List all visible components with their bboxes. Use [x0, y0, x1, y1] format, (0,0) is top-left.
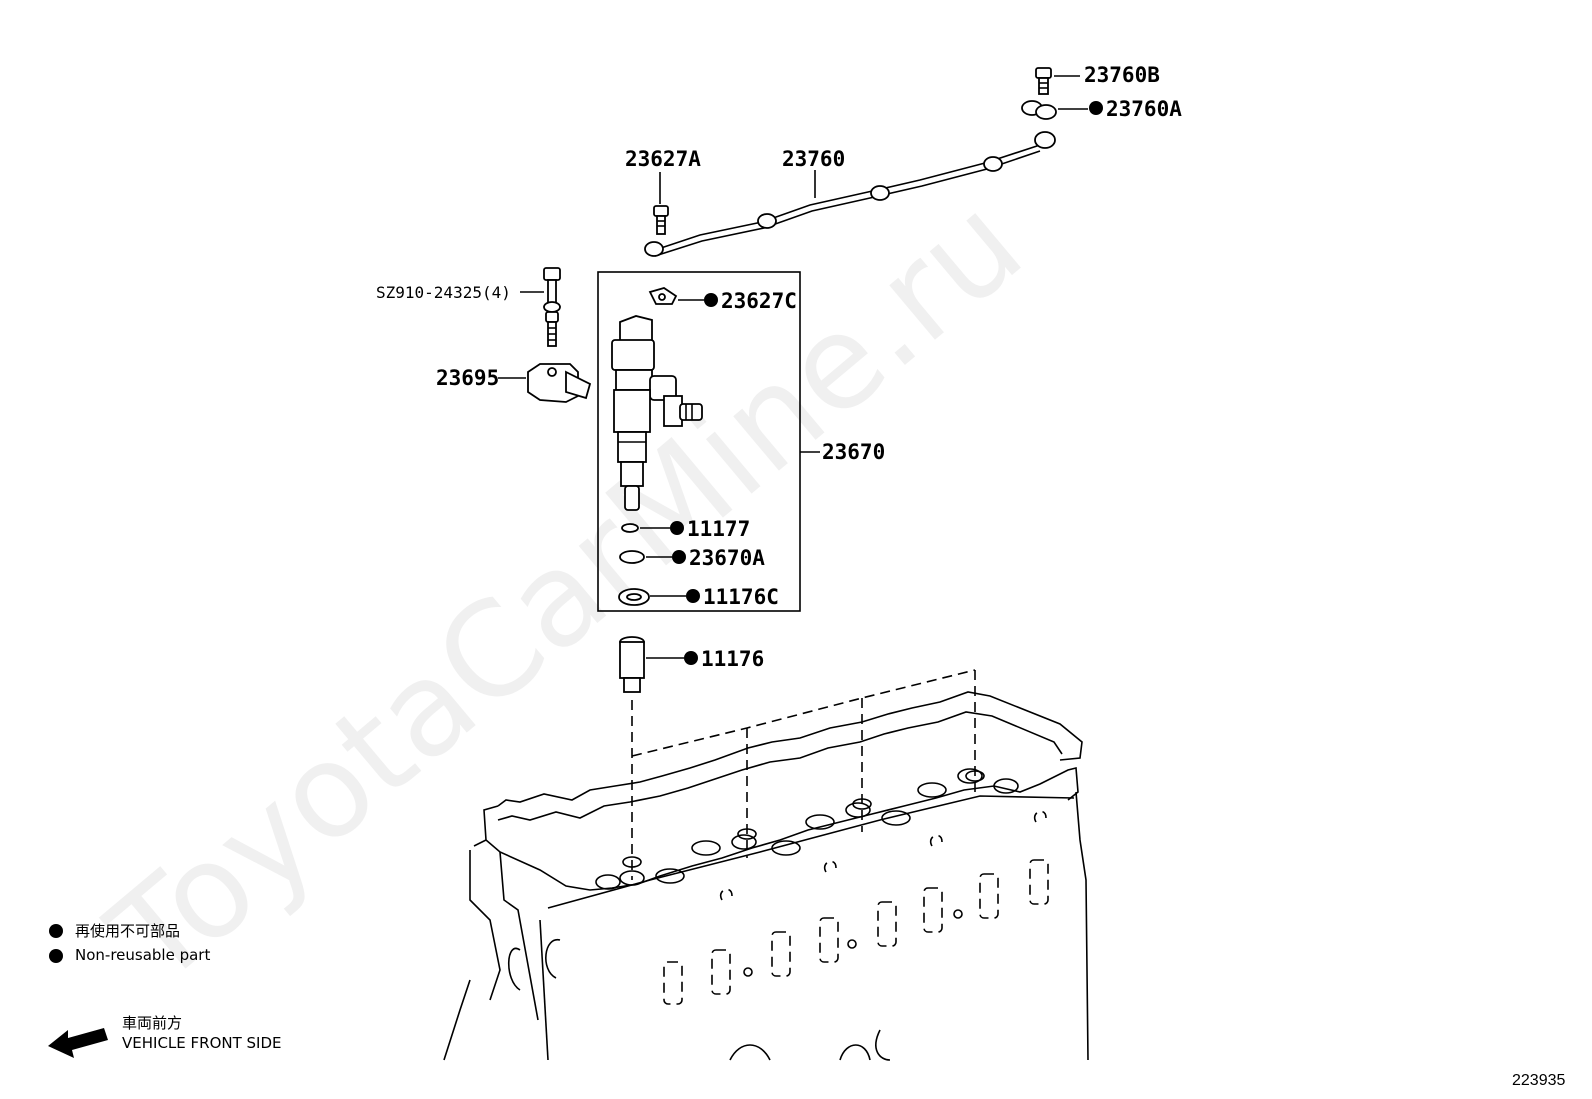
legend-dot-en [49, 949, 63, 963]
diagram-id: 223935 [1512, 1072, 1565, 1089]
label-23760a[interactable]: 23760A [1106, 97, 1182, 121]
nonreusable-dot-11176 [684, 651, 698, 665]
label-11177[interactable]: 11177 [687, 517, 750, 541]
nonreusable-dot-11177 [670, 521, 684, 535]
label-23760b[interactable]: 23760B [1084, 63, 1160, 87]
bolt-23627a[interactable] [653, 205, 669, 235]
label-23670[interactable]: 23670 [822, 440, 885, 464]
label-23695[interactable]: 23695 [436, 366, 499, 390]
watermark: ToyotaCarMine.ru [81, 167, 1049, 1014]
bolt-sz910[interactable] [543, 267, 561, 347]
nonreusable-dot-11176c [686, 589, 700, 603]
nonreusable-dot-23670a [672, 550, 686, 564]
nonreusable-dot-23760a [1089, 101, 1103, 115]
legend-front-en: VEHICLE FRONT SIDE [122, 1034, 282, 1052]
oring-23670a[interactable] [619, 550, 645, 564]
washer-11177[interactable] [621, 523, 639, 533]
sleeve-11176[interactable] [619, 636, 645, 693]
label-23627c[interactable]: 23627C [721, 289, 797, 313]
legend-front-jp: 車両前方 [122, 1014, 183, 1032]
gasket-23760a[interactable] [1021, 100, 1057, 120]
legend-nonreusable-en: Non-reusable part [75, 946, 211, 964]
label-23760[interactable]: 23760 [782, 147, 845, 171]
nonreusable-dot-23627c [704, 293, 718, 307]
bore-dashed-lines [631, 669, 976, 880]
clamp-23695[interactable] [527, 363, 592, 403]
legend-dot-jp [49, 924, 63, 938]
fuel-return-pipe[interactable] [644, 131, 1056, 257]
gasket-23627c[interactable] [648, 287, 678, 305]
fuel-injector[interactable] [611, 315, 703, 511]
front-arrow-icon [48, 1028, 108, 1058]
label-23670a[interactable]: 23670A [689, 546, 765, 570]
label-11176[interactable]: 11176 [701, 647, 764, 671]
label-sz910[interactable]: SZ910-24325(4) [376, 283, 511, 302]
cylinder-head [443, 691, 1089, 1061]
injector-assembly-box [597, 271, 801, 612]
bolt-23760b[interactable] [1035, 67, 1052, 95]
seal-11176c[interactable] [618, 588, 650, 606]
label-23627a[interactable]: 23627A [625, 147, 701, 171]
legend-nonreusable-jp: 再使用不可部品 [75, 922, 181, 940]
label-11176c[interactable]: 11176C [703, 585, 779, 609]
